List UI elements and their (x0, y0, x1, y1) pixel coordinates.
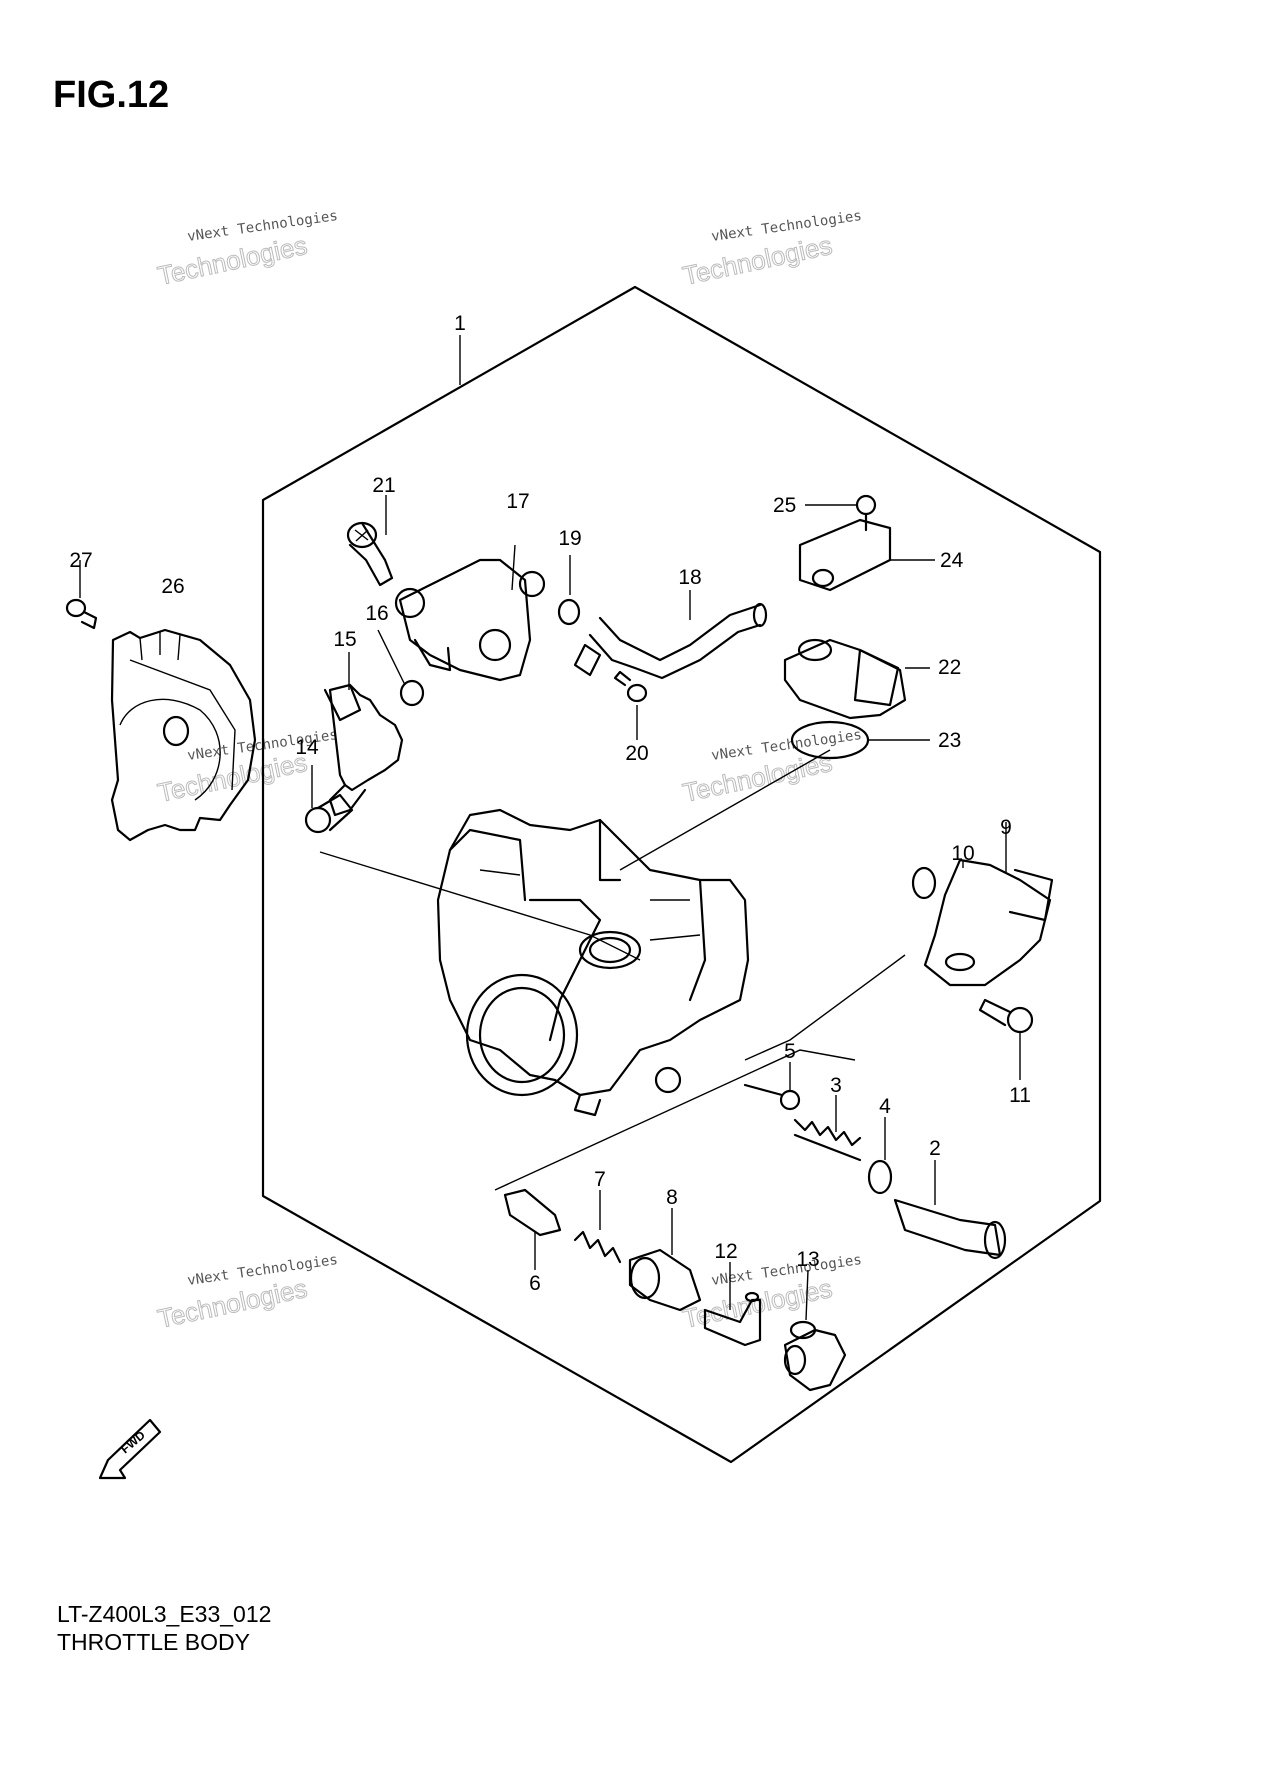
watermark-text: Technologies (155, 230, 310, 291)
part-19-o-ring (557, 598, 581, 626)
callout-26: 26 (161, 575, 184, 598)
callout-19: 19 (558, 527, 581, 550)
main-throttle-body (436, 808, 750, 1117)
callout-6: 6 (529, 1272, 541, 1295)
watermark-group: vNext Technologies Technologies vNext Te… (155, 208, 863, 1334)
callout-27: 27 (69, 549, 92, 572)
callout-23: 23 (938, 729, 961, 752)
part-8-valve (628, 1208, 702, 1312)
leader-line (619, 749, 831, 871)
part-17-delivery-pipe (394, 544, 546, 682)
part-3-spring (793, 1095, 862, 1162)
callout-18: 18 (678, 566, 701, 589)
callout-15: 15 (333, 628, 356, 651)
part-11-screw (978, 998, 1034, 1080)
part-4-o-ring (867, 1159, 893, 1195)
part-7-spring (573, 1190, 622, 1264)
callout-12: 12 (714, 1240, 737, 1263)
assembly-outline (261, 285, 1102, 1464)
part-10-o-ring (911, 866, 937, 900)
part-12-pipe (703, 1262, 762, 1347)
callout-24: 24 (940, 549, 964, 572)
callout-21: 21 (372, 474, 395, 497)
callout-11: 11 (1009, 1084, 1031, 1107)
leader-line (744, 954, 906, 1061)
fwd-arrow-icon: FWD (98, 1418, 162, 1480)
callout-labels: 1 2 3 4 5 6 7 8 9 10 11 12 13 14 15 16 1… (69, 312, 1031, 1295)
part-9-sensor (923, 822, 1054, 987)
watermark-text: Technologies (680, 230, 835, 291)
callout-4: 4 (879, 1095, 891, 1118)
callout-10: 10 (951, 842, 974, 865)
part-22-sensor (783, 638, 930, 720)
part-6-plunger (503, 1188, 562, 1270)
part-18-hose (573, 590, 768, 680)
part-2-screw (893, 1160, 1007, 1260)
part-26-cover (110, 628, 257, 842)
callout-20: 20 (625, 742, 648, 765)
figure-title: FIG.12 (53, 74, 170, 116)
part-15-injector (323, 652, 404, 817)
figure-code: LT-Z400L3_E33_012 (57, 1601, 272, 1627)
callout-22: 22 (938, 656, 961, 679)
callout-25: 25 (773, 494, 796, 517)
part-20-screw (613, 670, 648, 740)
callout-2: 2 (929, 1137, 941, 1160)
part-16-o-ring (399, 679, 425, 707)
callout-5: 5 (784, 1040, 796, 1063)
part-27-screw (65, 560, 98, 630)
callout-3: 3 (830, 1074, 842, 1097)
callout-8: 8 (666, 1186, 678, 1209)
callout-17: 17 (506, 490, 529, 513)
part-25-screw (805, 494, 877, 532)
callout-16: 16 (365, 602, 388, 625)
figure-caption: THROTTLE BODY (57, 1629, 250, 1655)
callout-1: 1 (454, 312, 466, 335)
part-14-seal (304, 765, 354, 834)
leader-line (377, 629, 406, 686)
part-21-plug (346, 495, 394, 587)
leader-line (319, 851, 641, 961)
callout-7: 7 (594, 1168, 606, 1191)
callout-14: 14 (295, 736, 319, 759)
callout-9: 9 (1000, 816, 1012, 839)
leader-line (494, 1049, 856, 1191)
fwd-label: FWD (118, 1428, 148, 1457)
part-5-screw (743, 1062, 801, 1111)
part-13-elbow (783, 1269, 847, 1392)
part-24-bracket (798, 518, 935, 592)
callout-13: 13 (796, 1248, 819, 1271)
